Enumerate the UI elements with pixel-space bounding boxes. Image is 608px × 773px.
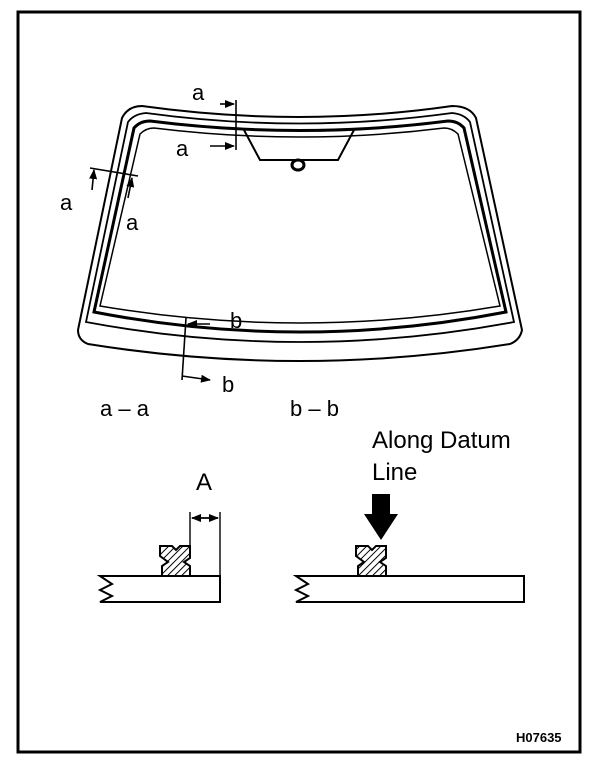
mark-a-side-outer: a (60, 190, 73, 215)
mark-a-top-left: a (176, 136, 189, 161)
figure-border (16, 10, 582, 754)
mirror-base (243, 129, 355, 172)
figure-code: H07635 (516, 730, 562, 745)
section-title-aa: a – a (100, 396, 150, 421)
mark-b-lower: b (222, 372, 234, 397)
section-aa-detail (96, 512, 221, 603)
mark-a-side-inner: a (126, 210, 139, 235)
section-bb-detail (292, 494, 525, 603)
section-marker-a-top (210, 100, 237, 150)
datum-label-line2: Line (372, 459, 417, 486)
section-marker-a-side (89, 167, 139, 199)
section-marker-b (181, 317, 211, 383)
mark-a-top-right: a (192, 80, 205, 105)
dimension-label-a: A (196, 469, 212, 496)
mark-b-upper: b (230, 308, 242, 333)
windshield-outline (76, 104, 524, 362)
datum-label-line1: Along Datum (372, 427, 511, 454)
section-title-bb: b – b (290, 396, 339, 421)
